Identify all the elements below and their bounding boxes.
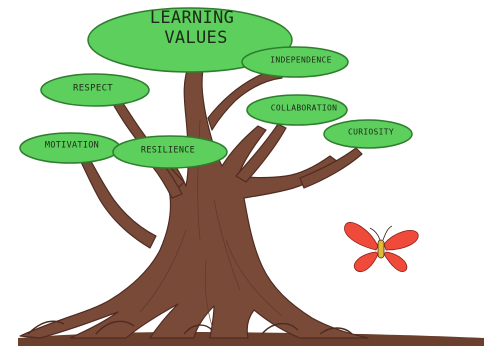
leaf-collaboration [246, 94, 348, 126]
leaf-curiosity [323, 119, 413, 149]
leaf-resilience [112, 135, 228, 169]
leaf-independence [241, 46, 349, 78]
label-independence: INDEPENDENCE [270, 56, 331, 65]
label-collaboration: COLLABORATION [271, 104, 338, 113]
trunk-texture [139, 119, 283, 327]
leaf-learning-values [87, 7, 293, 73]
label-curiosity: CURIOSITY [348, 128, 394, 137]
tree-roots [27, 320, 353, 335]
label-resilience: RESILIENCE [141, 146, 195, 156]
butterfly-icon [344, 222, 419, 272]
title-line-1: LEARNING [150, 8, 234, 28]
title-line-2: VALUES [164, 28, 227, 48]
label-motivation: MOTIVATION [45, 141, 99, 151]
ground [18, 332, 484, 346]
label-respect: RESPECT [73, 84, 113, 94]
leaf-respect [40, 73, 150, 107]
